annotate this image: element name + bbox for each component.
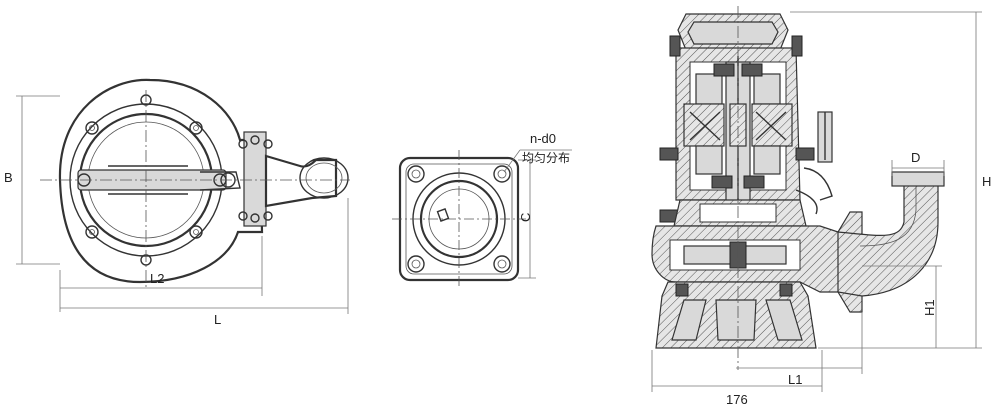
flange-view: [392, 149, 572, 288]
label-D: D: [911, 150, 920, 165]
label-uniform: 均匀分布: [522, 151, 570, 165]
bearing-bot-r: [743, 175, 765, 189]
bearing-top-r: [741, 63, 763, 77]
cable-clamp: [199, 171, 241, 191]
outlet-flange-plate: [243, 131, 267, 227]
outlet-pipe: [264, 154, 338, 208]
label-176: 176: [726, 392, 748, 407]
winding-l2: [695, 145, 723, 175]
outlet-bore: [299, 157, 349, 199]
label-L1: L1: [788, 372, 802, 387]
section-view: [651, 6, 982, 392]
bearing-top-l: [713, 63, 735, 77]
label-B: B: [4, 170, 13, 185]
winding-r1: [753, 73, 781, 105]
winding-r2: [753, 145, 781, 175]
winding-l1: [695, 73, 723, 105]
label-L2: L2: [150, 271, 164, 286]
label-H: H: [982, 174, 991, 189]
label-L: L: [214, 312, 221, 327]
label-C: C: [518, 213, 533, 222]
label-H1: H1: [922, 299, 937, 316]
outlet-elbow: [837, 179, 939, 297]
outlet-collar: [891, 171, 945, 187]
bearing-bot-l: [711, 175, 733, 189]
top-view: [16, 78, 350, 314]
label-n-d0: n-d0: [530, 131, 556, 146]
